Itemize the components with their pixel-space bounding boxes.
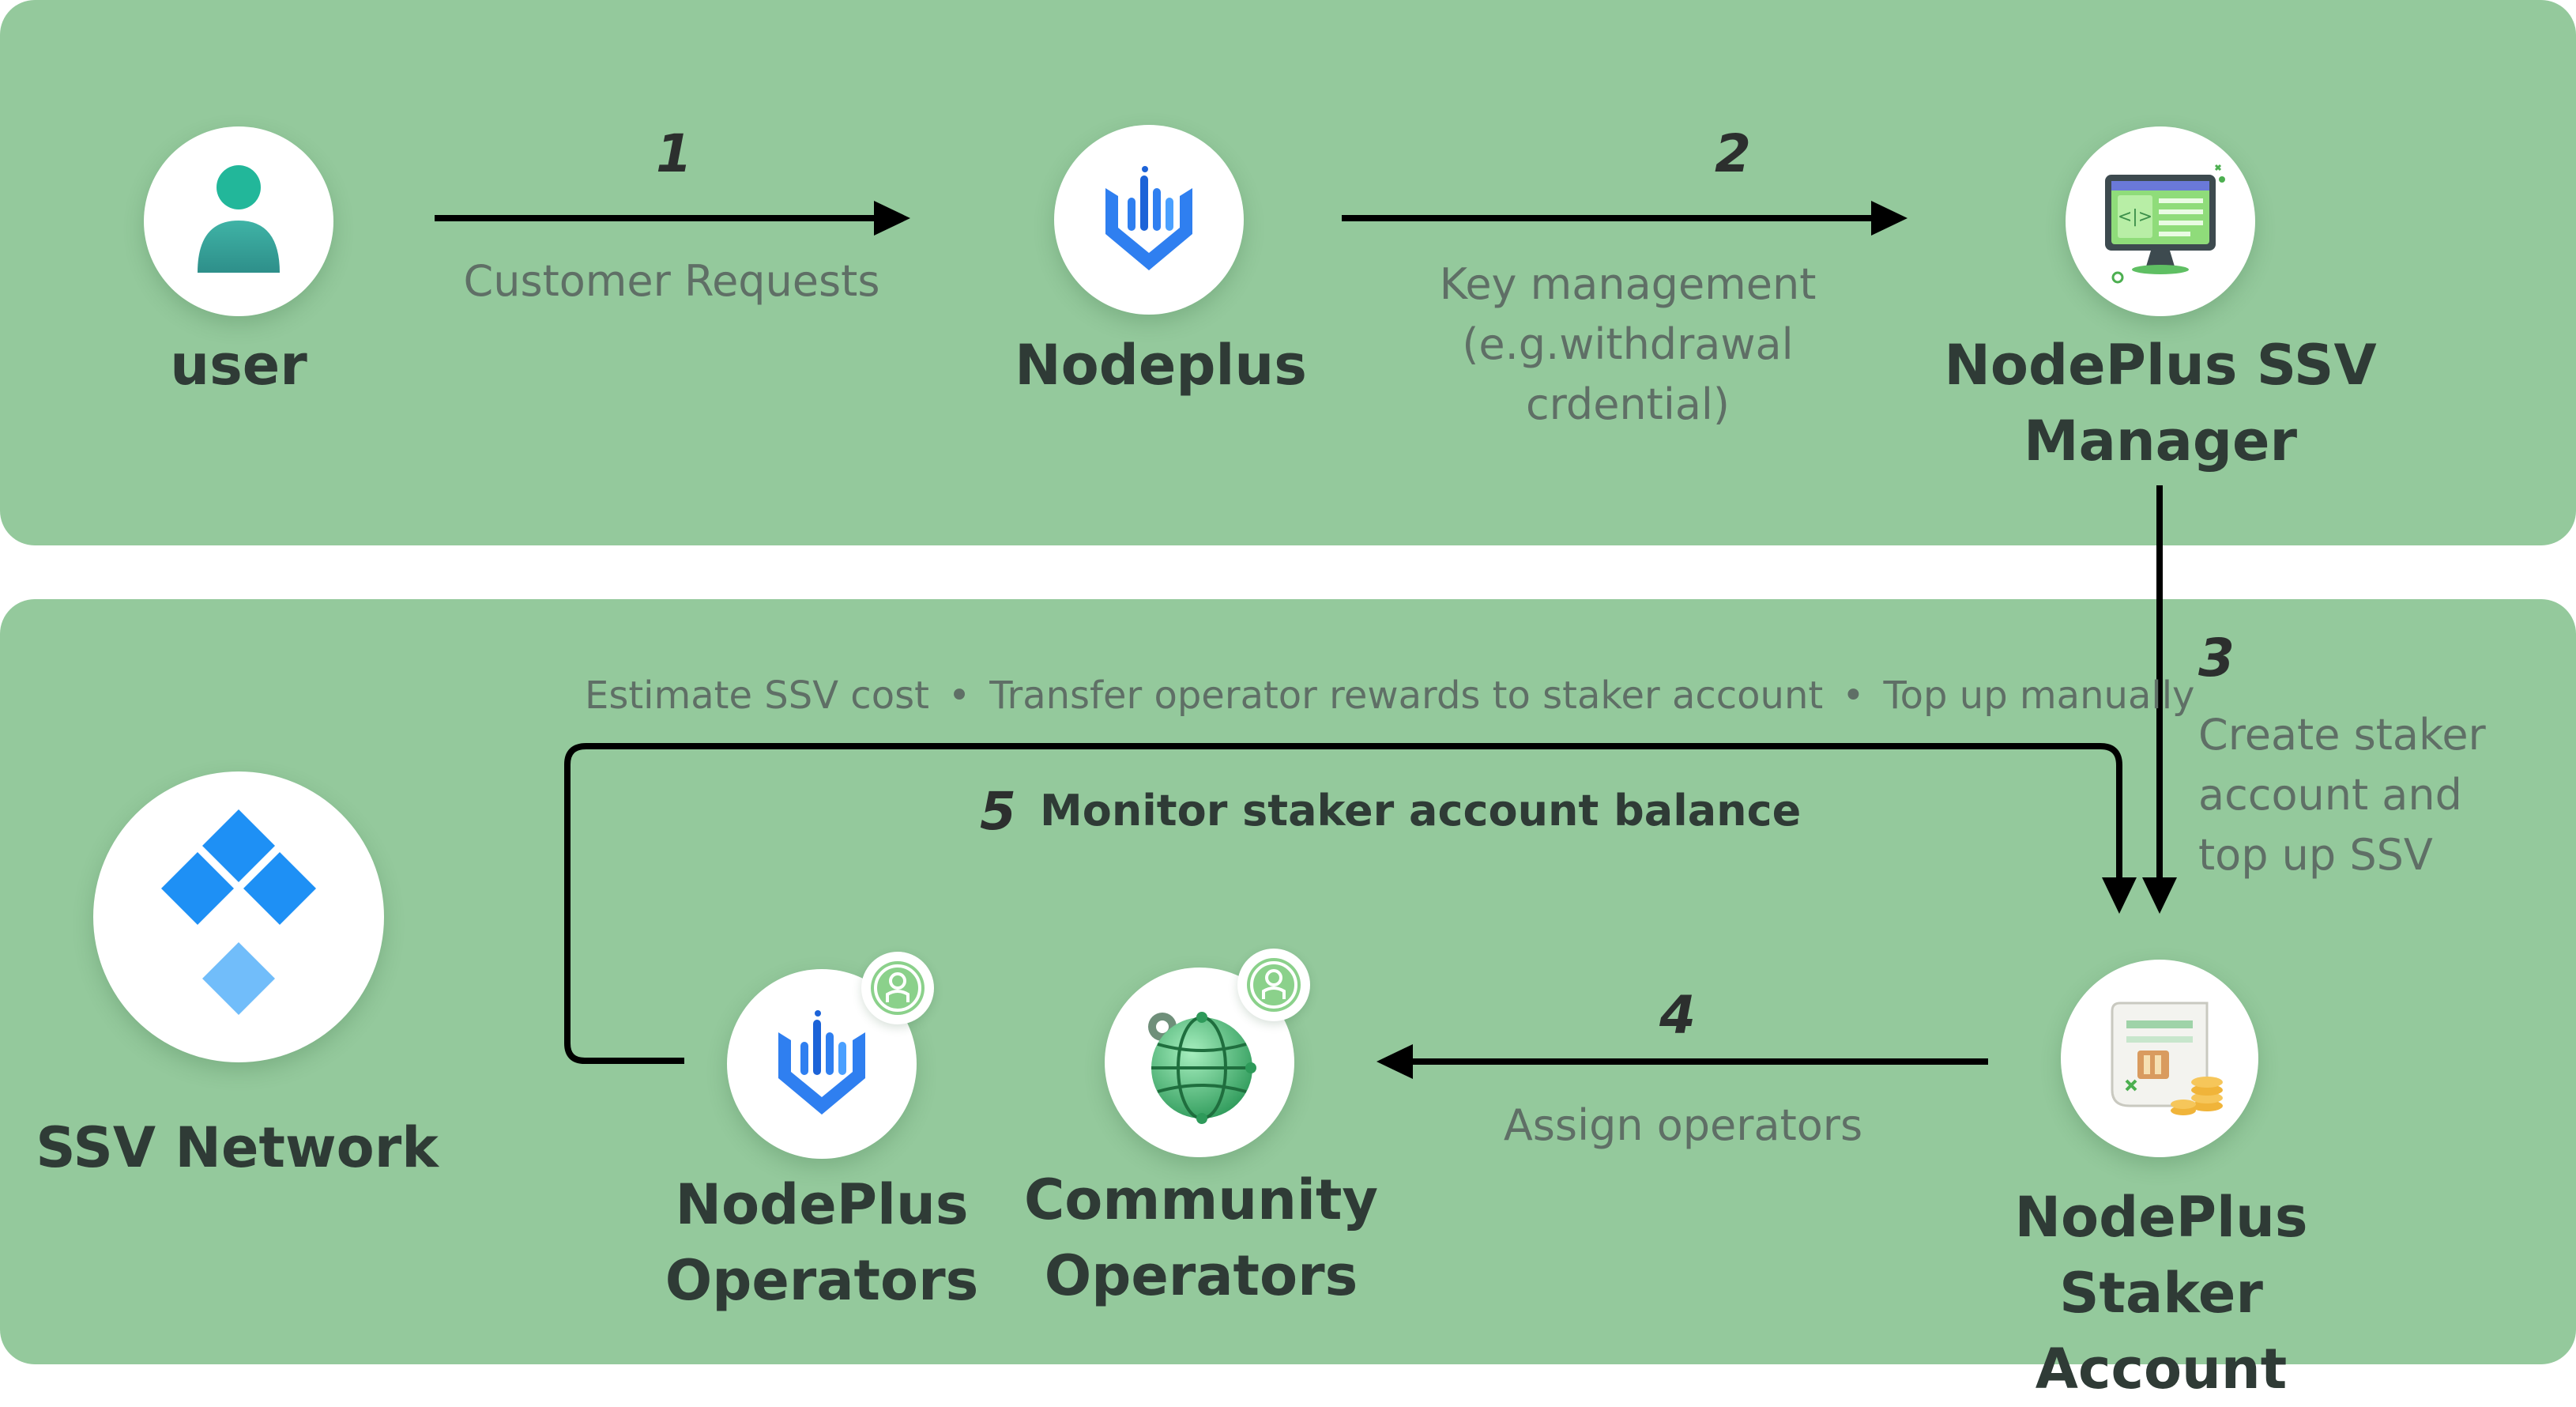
step5-caption: Monitor staker account balance xyxy=(1040,786,1802,836)
arrow-step2-head xyxy=(1871,201,1908,236)
step3-number: 3 xyxy=(2198,628,2235,688)
community-operators-label: Community Operators xyxy=(1011,1162,1391,1314)
scroll-coins-icon xyxy=(2111,1001,2223,1115)
operator-badge-icon xyxy=(861,952,934,1024)
connector-layer xyxy=(435,201,2177,1079)
nodeplus-logo-icon xyxy=(778,1010,865,1115)
nodeplus-node xyxy=(1054,125,1244,315)
arrow-step5-loop xyxy=(564,743,2122,1064)
step3-caption-line2: account and xyxy=(2198,770,2462,820)
step2-caption: Key management (e.g.withdrawal crdential… xyxy=(1391,255,1865,435)
step2-number: 2 xyxy=(1715,123,1751,184)
user-icon xyxy=(198,165,280,273)
step5-number: 5 xyxy=(980,781,1016,842)
step2-caption-line1: Key management xyxy=(1439,259,1817,309)
step2-caption-line2: (e.g.withdrawal xyxy=(1462,319,1794,369)
note-separator: • xyxy=(947,673,971,718)
nodeplus-label: Nodeplus xyxy=(1015,333,1307,398)
nodeplus-operators-label-line1: NodePlus xyxy=(675,1172,969,1237)
ssv-manager-label-line2: Manager xyxy=(2023,409,2298,473)
step4-number: 4 xyxy=(1659,985,1696,1046)
ssv-network-label: SSV Network xyxy=(36,1115,439,1180)
step4-caption: Assign operators xyxy=(1503,1100,1863,1150)
ssv-manager-label-line1: NodePlus SSV xyxy=(1944,333,2377,398)
community-operators-label-line1: Community xyxy=(1023,1167,1379,1232)
svg-text:<|>: <|> xyxy=(2118,207,2152,227)
arrow-step1-head xyxy=(874,201,910,236)
nodeplus-operators-label: NodePlus Operators xyxy=(640,1167,1004,1318)
step5-note: Estimate SSV cost • Transfer operator rewa… xyxy=(585,666,2194,726)
note-item-estimate: Estimate SSV cost xyxy=(585,673,929,718)
ssv-manager-label: NodePlus SSV Manager xyxy=(1923,327,2397,479)
ssv-network-node xyxy=(93,771,384,1062)
user-node xyxy=(144,126,333,316)
step1-number: 1 xyxy=(656,123,692,184)
monitor-code-icon: <|> xyxy=(2105,164,2225,284)
note-item-transfer: Transfer operator rewards to staker acco… xyxy=(989,673,1824,718)
note-separator: • xyxy=(1842,673,1865,718)
arrow-step4-head xyxy=(1377,1044,1413,1079)
staker-account-label-line2: Staker Account xyxy=(2035,1261,2288,1401)
nodeplus-operators-label-line2: Operators xyxy=(665,1248,979,1313)
staker-account-label: NodePlus Staker Account xyxy=(1928,1179,2394,1407)
community-operators-label-line2: Operators xyxy=(1044,1243,1358,1308)
arrow-step3-head xyxy=(2142,877,2177,914)
operator-badge-icon xyxy=(1237,949,1310,1021)
step3-caption-line1: Create staker xyxy=(2198,710,2486,760)
user-label: user xyxy=(170,333,307,398)
step1-caption: Customer Requests xyxy=(463,256,880,306)
nodeplus-logo-icon xyxy=(1105,166,1192,270)
step3-caption: Create staker account and top up SSV xyxy=(2198,705,2546,885)
globe-icon xyxy=(1148,1012,1256,1124)
staker-account-node xyxy=(2061,960,2258,1157)
arrow-step5-head xyxy=(2102,877,2137,914)
step2-caption-line3: crdential) xyxy=(1525,379,1730,429)
note-item-topup: Top up manually xyxy=(1883,673,2195,718)
step3-caption-line3: top up SSV xyxy=(2198,830,2433,880)
ssv-diamond-logo-icon xyxy=(161,809,316,1015)
staker-account-label-line1: NodePlus xyxy=(2014,1185,2308,1250)
ssv-manager-node: <|> xyxy=(2066,126,2255,316)
